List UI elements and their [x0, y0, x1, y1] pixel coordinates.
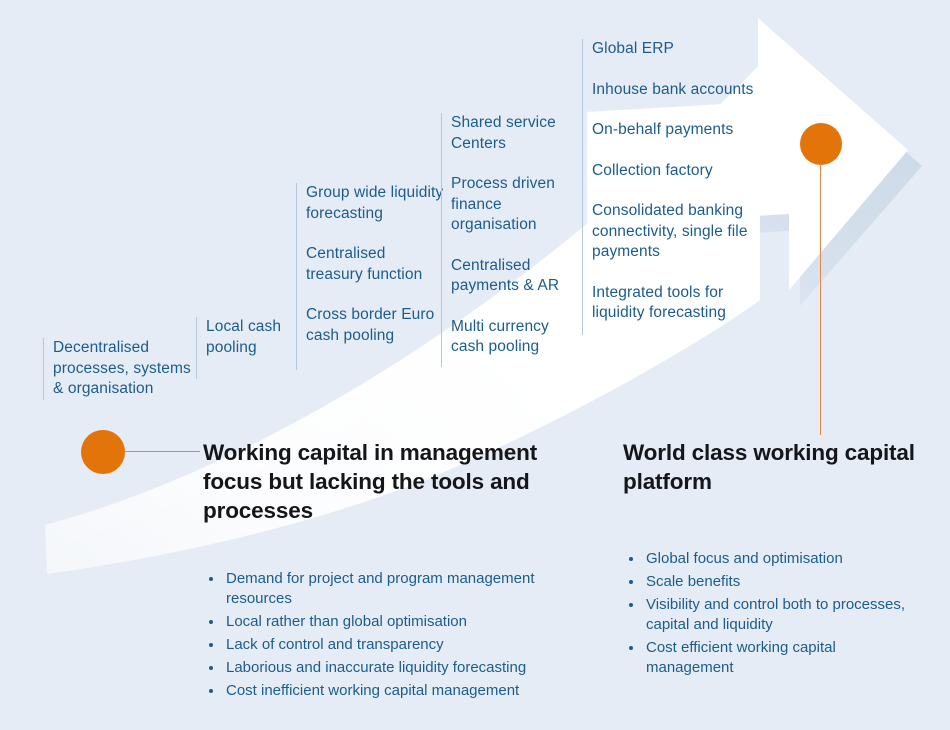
stage-divider-rule	[43, 338, 44, 400]
leader-line-left	[124, 451, 200, 453]
list-item: Laborious and inaccurate liquidity forec…	[203, 658, 581, 678]
list-item: Scale benefits	[623, 572, 923, 592]
list-item-label: Scale benefits	[646, 573, 741, 590]
bullet-dot-icon	[209, 577, 213, 581]
stage-item: Centralised payments & AR	[451, 256, 560, 295]
maturity-stage-2: Local cash pooling	[196, 317, 296, 379]
bullet-dot-icon	[209, 689, 213, 693]
panel-bullet-list-left: Demand for project and program managemen…	[203, 569, 581, 701]
list-item-label: Cost efficient working capital managemen…	[646, 639, 836, 676]
maturity-stage-4: Shared service Centers Process driven fi…	[441, 113, 581, 367]
bullet-dot-icon	[629, 580, 633, 584]
stage-item: Cross border Euro cash pooling	[306, 306, 435, 344]
stage-item: Consolidated banking connectivity, singl…	[592, 202, 748, 260]
bullet-dot-icon	[629, 557, 633, 561]
maturity-stage-3: Group wide liquidity forecasting Central…	[296, 183, 446, 370]
stage-item: Global ERP	[592, 40, 674, 57]
panel-title-right: World class working capital platform	[623, 440, 915, 494]
stage-item-list: Shared service Centers Process driven fi…	[441, 113, 581, 358]
bullet-dot-icon	[209, 620, 213, 624]
list-item-label: Cost inefficient working capital managem…	[226, 682, 520, 699]
maturity-stage-1: Decentralised processes, systems & organ…	[43, 338, 203, 400]
stage-item: Integrated tools for liquidity forecasti…	[592, 283, 726, 322]
list-item-label: Global focus and optimisation	[646, 550, 843, 567]
bullet-dot-icon	[629, 646, 633, 650]
arrow-body-layer	[45, 18, 908, 574]
stage-divider-rule	[441, 113, 442, 367]
callout-panel-right: World class working capital platform Glo…	[623, 438, 923, 681]
panel-bullet-list-right: Global focus and optimisation Scale bene…	[623, 549, 923, 678]
stage-item: Inhouse bank accounts	[592, 80, 754, 98]
list-item-label: Laborious and inaccurate liquidity forec…	[226, 659, 527, 676]
list-item: Global focus and optimisation	[623, 549, 923, 569]
bullet-dot-icon	[209, 666, 213, 670]
bullet-dot-icon	[209, 643, 213, 647]
stage-divider-rule	[196, 317, 197, 379]
milestone-marker-right	[800, 123, 842, 165]
stage-item-list: Local cash pooling	[196, 317, 296, 358]
stage-item: Collection factory	[592, 161, 713, 179]
leader-line-right	[820, 164, 822, 435]
stage-item-list: Decentralised processes, systems & organ…	[43, 338, 203, 400]
list-item: Visibility and control both to processes…	[623, 595, 923, 635]
stage-item: Process driven finance organisation	[451, 175, 555, 233]
list-item-label: Lack of control and transparency	[226, 636, 444, 653]
list-item-label: Demand for project and program managemen…	[226, 570, 535, 607]
stage-item: Local cash pooling	[206, 318, 282, 356]
list-item: Demand for project and program managemen…	[203, 569, 581, 609]
stage-item: On-behalf payments	[592, 121, 734, 138]
bullet-dot-icon	[629, 603, 633, 607]
stage-item-list: Global ERP Inhouse bank accounts On-beha…	[582, 39, 772, 324]
stage-item: Multi currency cash pooling	[451, 317, 549, 356]
list-item-label: Visibility and control both to processes…	[646, 596, 906, 633]
list-item-label: Local rather than global optimisation	[226, 613, 467, 630]
panel-title-left: Working capital in management focus but …	[203, 440, 538, 523]
list-item: Cost efficient working capital managemen…	[623, 638, 923, 678]
stage-item-list: Group wide liquidity forecasting Central…	[296, 183, 446, 346]
callout-panel-left: Working capital in management focus but …	[203, 438, 581, 704]
list-item: Lack of control and transparency	[203, 635, 581, 655]
stage-item: Shared service Centers	[451, 114, 556, 152]
stage-divider-rule	[582, 39, 583, 335]
milestone-marker-left	[81, 430, 125, 474]
stage-item: Decentralised processes, systems & organ…	[53, 339, 191, 397]
stage-item: Centralised treasury function	[306, 245, 423, 283]
stage-divider-rule	[296, 183, 297, 370]
maturity-stage-5: Global ERP Inhouse bank accounts On-beha…	[582, 39, 772, 335]
list-item: Cost inefficient working capital managem…	[203, 681, 581, 701]
list-item: Local rather than global optimisation	[203, 612, 581, 632]
stage-item: Group wide liquidity forecasting	[306, 184, 444, 222]
